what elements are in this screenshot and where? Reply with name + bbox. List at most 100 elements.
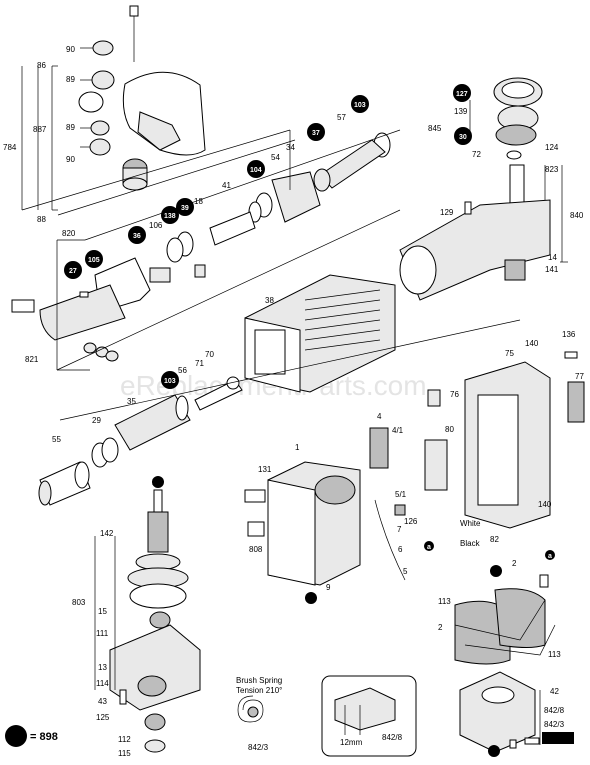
twelve-mm-inset: 12mm 842/8 bbox=[321, 675, 417, 757]
field-coil-assembly bbox=[454, 574, 556, 753]
label-803: 803 bbox=[72, 598, 86, 607]
label-36: 36 bbox=[133, 233, 141, 240]
legend-marker bbox=[5, 725, 27, 747]
label-4: 4 bbox=[377, 412, 382, 421]
label-112: 112 bbox=[118, 735, 131, 744]
label-18: 18 bbox=[194, 197, 203, 206]
label-77: 77 bbox=[575, 372, 584, 381]
brush-tension-label: Tension 210° bbox=[236, 686, 282, 695]
label-70: 70 bbox=[205, 350, 214, 359]
marker-27 bbox=[64, 261, 82, 279]
label-88: 88 bbox=[37, 215, 46, 224]
label-784: 784 bbox=[3, 143, 17, 152]
label-57: 57 bbox=[337, 113, 346, 122]
label-43: 43 bbox=[98, 697, 107, 706]
marker-30 bbox=[454, 127, 472, 145]
label-140a: 140 bbox=[525, 339, 539, 348]
label-842-3b: 842/3 bbox=[248, 743, 269, 752]
label-2b: 2 bbox=[512, 559, 517, 568]
label-89a: 89 bbox=[66, 75, 75, 84]
label-114: 114 bbox=[96, 679, 109, 688]
label-4-1: 4/1 bbox=[392, 426, 404, 435]
marker-39 bbox=[176, 198, 194, 216]
label-90b: 90 bbox=[66, 155, 75, 164]
side-handle bbox=[369, 351, 585, 529]
label-840: 840 bbox=[570, 211, 584, 220]
label-5: 5 bbox=[403, 567, 408, 576]
label-a2: a bbox=[548, 553, 552, 560]
label-x1: X bbox=[152, 478, 158, 487]
label-821: 821 bbox=[25, 355, 39, 364]
label-35: 35 bbox=[127, 397, 136, 406]
label-127: 127 bbox=[456, 91, 468, 98]
label-113a: 113 bbox=[438, 597, 451, 606]
label-103a: 103 bbox=[354, 102, 366, 109]
marker-127 bbox=[453, 84, 471, 102]
connector-a1 bbox=[424, 541, 434, 551]
label-103b: 103 bbox=[164, 378, 176, 385]
connector-x2 bbox=[488, 745, 500, 757]
label-29: 29 bbox=[92, 416, 101, 425]
connector-y1 bbox=[305, 592, 317, 604]
label-7: 7 bbox=[397, 525, 402, 534]
label-823: 823 bbox=[545, 165, 559, 174]
label-136: 136 bbox=[562, 330, 576, 339]
label-37: 37 bbox=[312, 130, 320, 137]
label-75: 75 bbox=[505, 349, 514, 358]
marker-37 bbox=[307, 123, 325, 141]
label-138: 138 bbox=[164, 213, 176, 220]
label-white: White bbox=[460, 519, 481, 528]
label-887: 887 bbox=[33, 125, 47, 134]
label-142: 142 bbox=[100, 529, 114, 538]
label-41: 41 bbox=[222, 181, 231, 190]
label-76: 76 bbox=[450, 390, 459, 399]
label-12mm: 12mm bbox=[340, 738, 363, 747]
handle-label-brackets bbox=[21, 47, 296, 216]
label-845: 845 bbox=[428, 124, 442, 133]
label-140b: 140 bbox=[538, 500, 552, 509]
label-105: 105 bbox=[88, 257, 100, 264]
label-842-8b: 842/8 bbox=[382, 733, 403, 742]
label-39: 39 bbox=[181, 205, 189, 212]
piston-bracket bbox=[59, 319, 521, 421]
label-9: 9 bbox=[326, 583, 331, 592]
label-5-1: 5/1 bbox=[395, 490, 407, 499]
spindle-parts bbox=[11, 132, 391, 362]
label-42: 42 bbox=[550, 687, 559, 696]
label-124: 124 bbox=[545, 143, 559, 152]
label-6: 6 bbox=[398, 545, 403, 554]
connector-y2 bbox=[490, 565, 502, 577]
label-27: 27 bbox=[69, 268, 77, 275]
armature-brackets bbox=[94, 536, 116, 690]
legend-value: = 898 bbox=[30, 731, 58, 743]
label-x2: X bbox=[491, 747, 497, 756]
marker-105 bbox=[85, 250, 103, 268]
marker-103b bbox=[161, 371, 179, 389]
label-842-5: 842/5 bbox=[544, 734, 565, 743]
label-1: 1 bbox=[295, 443, 300, 452]
label-139: 139 bbox=[454, 107, 468, 116]
label-72: 72 bbox=[472, 150, 481, 159]
connector-a2 bbox=[545, 550, 555, 560]
handle-assembly bbox=[78, 5, 206, 191]
label-black: Black bbox=[460, 539, 481, 548]
label-126: 126 bbox=[404, 517, 418, 526]
label-90a: 90 bbox=[66, 45, 75, 54]
cylinder-housing bbox=[244, 274, 396, 393]
label-15: 15 bbox=[98, 607, 107, 616]
marker-104 bbox=[247, 160, 265, 178]
label-842-8a: 842/8 bbox=[544, 706, 565, 715]
label-54: 54 bbox=[271, 153, 280, 162]
label-55: 55 bbox=[52, 435, 61, 444]
label-89b: 89 bbox=[66, 123, 75, 132]
label-71: 71 bbox=[195, 359, 204, 368]
label-131: 131 bbox=[258, 465, 272, 474]
motor-housing bbox=[399, 77, 551, 301]
marker-138 bbox=[161, 206, 179, 224]
label-13: 13 bbox=[98, 663, 107, 672]
marker-36 bbox=[128, 226, 146, 244]
label-86: 86 bbox=[37, 61, 46, 70]
label-808: 808 bbox=[249, 545, 263, 554]
label-842-5-bg bbox=[542, 732, 574, 744]
